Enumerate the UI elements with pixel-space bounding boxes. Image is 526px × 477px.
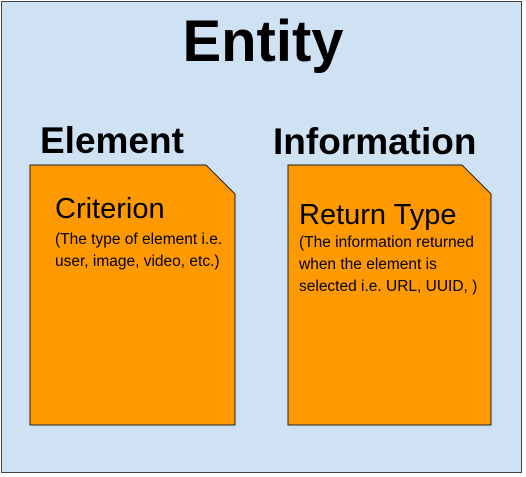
return-type-description: (The information returned when the eleme… [299,234,478,295]
entity-title: Entity [182,9,344,74]
return-type-card: Return Type (The information returned wh… [287,164,492,426]
criterion-card-shape [29,164,236,426]
return-type-card-shape [287,164,492,426]
information-heading: Information [273,121,477,162]
criterion-card: Criterion (The type of element i.e. user… [29,164,236,426]
return-type-title: Return Type [299,199,457,231]
element-heading: Element [40,120,184,161]
criterion-description: (The type of element i.e. user, image, v… [55,231,223,270]
criterion-title: Criterion [55,193,165,225]
